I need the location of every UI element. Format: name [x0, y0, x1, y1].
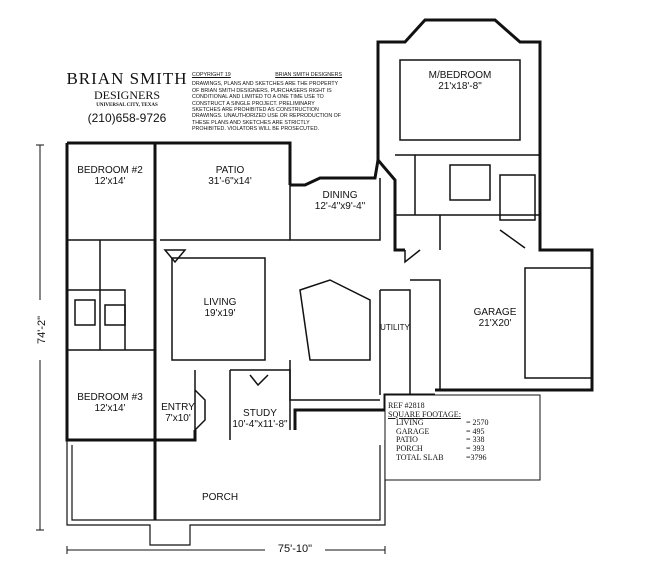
reference-box [384, 394, 541, 481]
footage-label: GARAGE [396, 426, 430, 436]
reference-number: REF #2818 [388, 401, 425, 410]
footage-row: TOTAL SLAB =3796 [388, 452, 528, 463]
copyright-notice: COPYRIGHT 19 BRIAN SMITH DESIGNERS DRAWIN… [192, 72, 342, 133]
copyright-text: DRAWINGS, PLANS AND SKETCHES ARE THE PRO… [192, 81, 342, 133]
designer-block: BRIAN SMITH DESIGNERS UNIVERSAL CITY, TE… [62, 70, 192, 126]
square-footage-heading: SQUARE FOOTAGE: [388, 409, 461, 419]
designer-sub: DESIGNERS [93, 88, 160, 102]
footage-row: PATIO = 338 [388, 436, 528, 445]
room-porch: PORCH [201, 492, 239, 503]
designer-name: BRIAN SMITH [66, 69, 188, 88]
footage-label: TOTAL SLAB [396, 452, 444, 462]
footage-value: = 393 [466, 443, 485, 453]
width-dimension: 75'-10" [265, 544, 325, 555]
footage-label: LIVING [396, 418, 424, 428]
dimension-lines [36, 144, 386, 554]
footage-label: PORCH [396, 443, 423, 453]
copyright-owner: BRIAN SMITH DESIGNERS [275, 72, 342, 78]
footage-value: = 2570 [466, 418, 489, 428]
footage-value: =3796 [466, 452, 487, 462]
footage-value: = 495 [466, 426, 485, 436]
footage-row: LIVING = 2570 [388, 419, 528, 428]
footage-label: PATIO [396, 435, 418, 445]
copyright-title: COPYRIGHT 19 [192, 72, 231, 78]
room-utility: UTILITY [380, 323, 410, 332]
interior-walls [67, 59, 593, 440]
footage-row: GARAGE = 495 [388, 426, 528, 437]
porch-outline [66, 440, 386, 546]
footage-row: PORCH = 393 [388, 443, 528, 454]
designer-phone: (210)658-9726 [87, 111, 167, 125]
footage-value: = 338 [466, 435, 485, 445]
designer-city: UNIVERSAL CITY, TEXAS [96, 103, 158, 108]
depth-dimension: 74'-2" [36, 300, 48, 360]
